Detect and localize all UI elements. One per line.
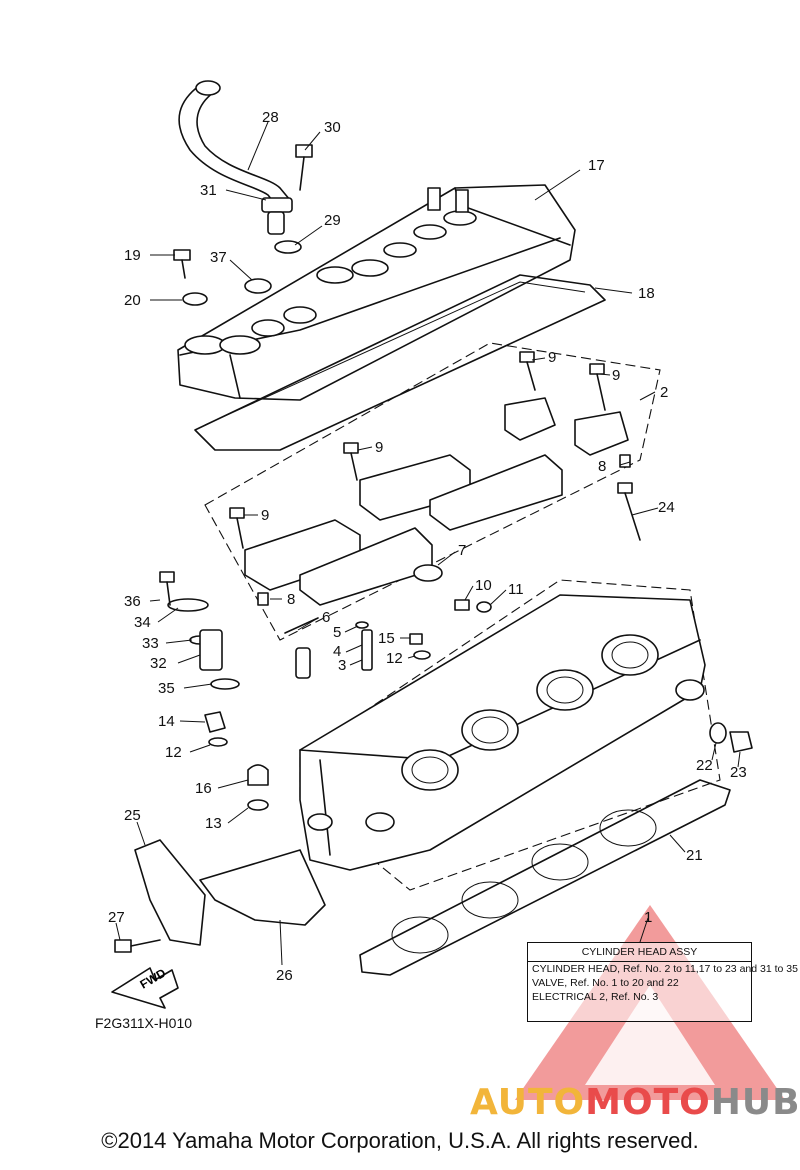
callout-11: 11 bbox=[508, 581, 524, 598]
callout-12a: 12 bbox=[386, 650, 403, 667]
cylinder-head bbox=[299, 594, 706, 871]
callout-18: 18 bbox=[638, 285, 655, 302]
callout-35: 35 bbox=[158, 680, 175, 697]
callout-25: 25 bbox=[124, 807, 141, 824]
group-boundary-2 bbox=[204, 342, 661, 641]
callout-14: 14 bbox=[158, 713, 175, 730]
grommet-20 bbox=[182, 292, 208, 306]
watermark-logo: AUTOMOTOHUB bbox=[470, 1082, 800, 1123]
callout-29: 29 bbox=[324, 212, 341, 229]
callout-7: 7 bbox=[458, 542, 466, 559]
watermark-hub: HUB bbox=[710, 1082, 800, 1123]
callout-9b: 9 bbox=[612, 367, 620, 384]
callout-10: 10 bbox=[475, 577, 492, 594]
head-cover bbox=[177, 184, 576, 401]
copyright-text: ©2014 Yamaha Motor Corporation, U.S.A. A… bbox=[101, 1128, 699, 1153]
small-parts bbox=[159, 571, 269, 811]
callout-13: 13 bbox=[205, 815, 222, 832]
bolt-30 bbox=[295, 144, 313, 191]
watermark-auto: AUTO bbox=[470, 1082, 586, 1123]
callout-22: 22 bbox=[696, 757, 713, 774]
callout-6: 6 bbox=[322, 609, 330, 626]
callout-24: 24 bbox=[658, 499, 675, 516]
callout-1: 1 bbox=[644, 909, 652, 926]
o-ring-29 bbox=[274, 240, 302, 254]
callout-37: 37 bbox=[210, 249, 227, 266]
callout-33: 33 bbox=[142, 635, 159, 652]
callout-36: 36 bbox=[124, 593, 141, 610]
fwd-arrow: FWD bbox=[111, 966, 179, 1009]
callout-34: 34 bbox=[134, 614, 151, 631]
callout-26: 26 bbox=[276, 967, 293, 984]
callout-8a: 8 bbox=[598, 458, 606, 475]
callout-23: 23 bbox=[730, 764, 747, 781]
callout-5: 5 bbox=[333, 624, 341, 641]
brackets bbox=[114, 839, 326, 953]
head-cover-gasket bbox=[194, 274, 606, 451]
plug-22-23 bbox=[709, 722, 753, 753]
group-boundary-head bbox=[299, 579, 721, 891]
assembly-line-2: VALVE, Ref. No. 1 to 20 and 22 bbox=[532, 977, 679, 989]
assembly-line-3: ELECTRICAL 2, Ref. No. 3 bbox=[532, 991, 659, 1003]
callout-32: 32 bbox=[150, 655, 167, 672]
breather-hose bbox=[178, 80, 293, 235]
bolts-9 bbox=[229, 351, 606, 549]
callout-3: 3 bbox=[338, 657, 346, 674]
assembly-info-box: CYLINDER HEAD ASSY CYLINDER HEAD, Ref. N… bbox=[527, 942, 798, 1022]
figure-code: F2G311X-H010 bbox=[95, 1015, 193, 1031]
assembly-line-1: CYLINDER HEAD, Ref. No. 2 to 11,17 to 23… bbox=[532, 963, 798, 975]
dowel-8b bbox=[257, 592, 269, 606]
plug-37 bbox=[244, 278, 272, 294]
callout-8b: 8 bbox=[287, 591, 295, 608]
bolt-19 bbox=[173, 249, 191, 279]
callout-9c: 9 bbox=[375, 439, 383, 456]
callout-30: 30 bbox=[324, 119, 341, 136]
callout-31: 31 bbox=[200, 182, 217, 199]
callout-4: 4 bbox=[333, 643, 341, 660]
head-gasket bbox=[359, 779, 731, 976]
callout-27: 27 bbox=[108, 909, 125, 926]
callout-17: 17 bbox=[588, 157, 605, 174]
callout-labels: 1 2 3 4 5 6 7 8 8 9 9 9 9 10 11 12 12 13… bbox=[108, 109, 747, 984]
callout-16: 16 bbox=[195, 780, 212, 797]
callout-15: 15 bbox=[378, 630, 395, 647]
callout-20: 20 bbox=[124, 292, 141, 309]
callout-21: 21 bbox=[686, 847, 703, 864]
watermark-moto: MOTO bbox=[585, 1082, 711, 1123]
callout-9a: 9 bbox=[548, 349, 556, 366]
camshaft-caps bbox=[244, 397, 629, 606]
valve-parts bbox=[284, 564, 492, 679]
callout-9d: 9 bbox=[261, 507, 269, 524]
assembly-title: CYLINDER HEAD ASSY bbox=[528, 943, 751, 962]
dowel-8a bbox=[619, 454, 631, 468]
callout-12b: 12 bbox=[165, 744, 182, 761]
leader-lines bbox=[115, 121, 741, 966]
callout-19: 19 bbox=[124, 247, 141, 264]
callout-28: 28 bbox=[262, 109, 279, 126]
bolt-24 bbox=[617, 482, 641, 541]
callout-2: 2 bbox=[660, 384, 668, 401]
